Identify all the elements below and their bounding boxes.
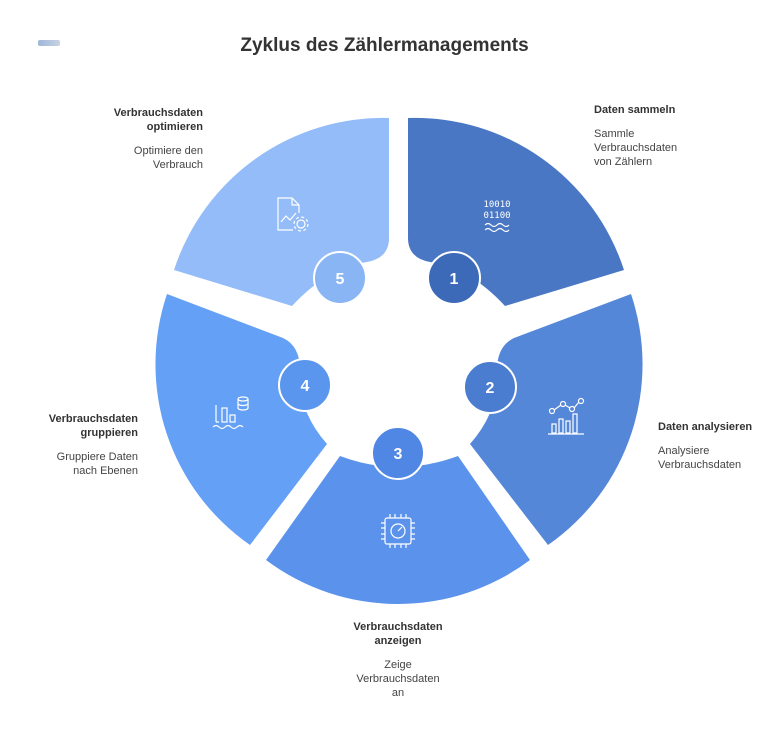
step-3-description-line-2: Verbrauchsdaten xyxy=(356,673,440,685)
badge-3: 3 xyxy=(371,426,425,480)
step-1-description-line-1: Sammle xyxy=(594,128,635,140)
brand-logo xyxy=(38,40,60,46)
svg-text:2: 2 xyxy=(486,380,495,397)
step-5-heading-line-2: optimieren xyxy=(146,121,203,133)
line-bar-chart-icon xyxy=(548,397,585,435)
page-title: Zyklus des Zählermanagements xyxy=(240,35,529,56)
svg-text:10010: 10010 xyxy=(483,200,510,210)
badge-4: 4 xyxy=(278,358,332,412)
step-4-description-line-2: nach Ebenen xyxy=(73,465,138,477)
step-2-description-line-2: Verbrauchsdaten xyxy=(658,459,742,471)
segment-4 xyxy=(155,294,327,545)
step-4-label: Verbrauchsdaten gruppieren Gruppiere Dat… xyxy=(20,412,138,478)
step-5-label: Verbrauchsdaten optimieren Optimiere den… xyxy=(80,106,203,172)
gauge-chip-icon xyxy=(381,514,415,548)
step-5-heading-line-1: Verbrauchsdaten xyxy=(113,107,203,119)
svg-text:5: 5 xyxy=(336,271,345,288)
badge-1: 1 xyxy=(427,251,481,305)
step-3-label: Verbrauchsdaten anzeigen Zeige Verbrauch… xyxy=(318,620,478,700)
step-1-label: Daten sammeln Sammle Verbrauchsdaten von… xyxy=(594,103,734,169)
svg-text:3: 3 xyxy=(394,446,403,463)
report-gear-icon xyxy=(277,197,309,232)
step-2-label: Daten analysieren Analysiere Verbrauchsd… xyxy=(658,420,768,472)
step-5-description-line-1: Optimiere den xyxy=(133,145,203,157)
badge-2: 2 xyxy=(463,360,517,414)
step-3-description-line-1: Zeige xyxy=(384,659,412,671)
step-1-heading: Daten sammeln xyxy=(594,104,676,116)
step-4-heading-line-1: Verbrauchsdaten xyxy=(48,413,138,425)
svg-text:1: 1 xyxy=(450,271,459,288)
step-2-heading: Daten analysieren xyxy=(658,421,753,433)
segment-3 xyxy=(266,456,530,604)
step-2-description-line-1: Analysiere xyxy=(658,445,710,457)
step-3-heading-line-1: Verbrauchsdaten xyxy=(353,621,443,633)
binary-data-icon: 10010 01100 xyxy=(483,200,511,233)
step-3-heading-line-2: anzeigen xyxy=(374,635,422,647)
segment-2 xyxy=(470,294,643,545)
step-3-description-line-3: an xyxy=(391,687,405,699)
badge-5: 5 xyxy=(313,251,367,305)
bar-database-icon xyxy=(212,396,249,430)
svg-text:01100: 01100 xyxy=(483,211,510,221)
step-4-heading-line-2: gruppieren xyxy=(80,427,138,439)
step-4-description-line-1: Gruppiere Daten xyxy=(56,451,138,463)
svg-text:4: 4 xyxy=(301,378,310,395)
step-1-description-line-3: von Zählern xyxy=(594,156,653,168)
step-1-description-line-2: Verbrauchsdaten xyxy=(594,142,678,154)
step-5-description-line-2: Verbrauch xyxy=(152,159,203,171)
